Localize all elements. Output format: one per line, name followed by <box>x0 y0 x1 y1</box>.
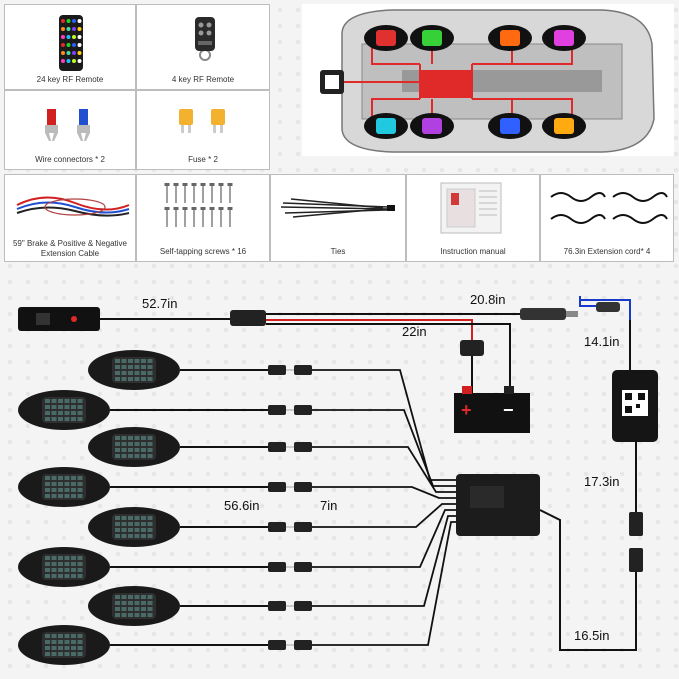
kit-item-screws: Self-tapping screws * 16 <box>136 174 270 262</box>
extension-cord-icon <box>550 192 668 224</box>
dim-bluetooth-lower: 17.3in <box>584 474 620 489</box>
24key-remote-icon <box>59 15 83 71</box>
kit-item-manual: Instruction manual <box>406 174 540 262</box>
dim-hub-to-controller: 16.5in <box>574 628 610 643</box>
wire-connector-icon <box>45 109 90 141</box>
kit-item-ties: Ties <box>270 174 406 262</box>
manual-label: Instruction manual <box>440 247 506 256</box>
4key-remote-label: 4 key RF Remote <box>171 75 235 84</box>
ties-label: Ties <box>330 247 346 256</box>
screws-icon <box>164 183 233 227</box>
kit-item-wire-connectors: Wire connectors * 2 <box>4 90 136 170</box>
fuse-icon <box>179 109 225 133</box>
dim-pod-lead-long: 56.6in <box>224 498 260 513</box>
kit-item-4key-remote: 4 key RF Remote <box>136 4 270 90</box>
screws-label: Self-tapping screws * 16 <box>159 247 247 256</box>
24key-remote-label: 24 key RF Remote <box>36 75 104 84</box>
dim-switch-cable: 52.7in <box>142 296 178 311</box>
kit-item-24key-remote: 24 key RF Remote <box>4 4 136 90</box>
fuse-label: Fuse * 2 <box>188 155 218 164</box>
dim-bluetooth-upper: 14.1in <box>584 334 620 349</box>
wire-connectors-label: Wire connectors * 2 <box>35 155 105 164</box>
extension-cable-icon <box>16 196 130 217</box>
dim-power-cable: 20.8in <box>470 292 506 307</box>
kit-item-fuse: Fuse * 2 <box>136 90 270 170</box>
4key-remote-icon <box>195 17 215 61</box>
dim-pod-lead-short: 7in <box>320 498 338 513</box>
kit-item-extension-cable: 59" Brake & Positive & Negative Extensio… <box>4 174 136 262</box>
extension-cable-label: 59" Brake & Positive & Negative Extensio… <box>12 239 127 258</box>
car-topview-icon <box>320 9 655 153</box>
manual-icon <box>440 182 502 234</box>
extension-cord-label: 76.3in Extension cord* 4 <box>563 247 651 256</box>
cable-ties-icon <box>280 198 395 218</box>
dim-battery-cable: 22in <box>402 324 427 339</box>
kit-item-extension-cord: 76.3in Extension cord* 4 <box>540 174 674 262</box>
car-layout-panel <box>302 4 674 156</box>
